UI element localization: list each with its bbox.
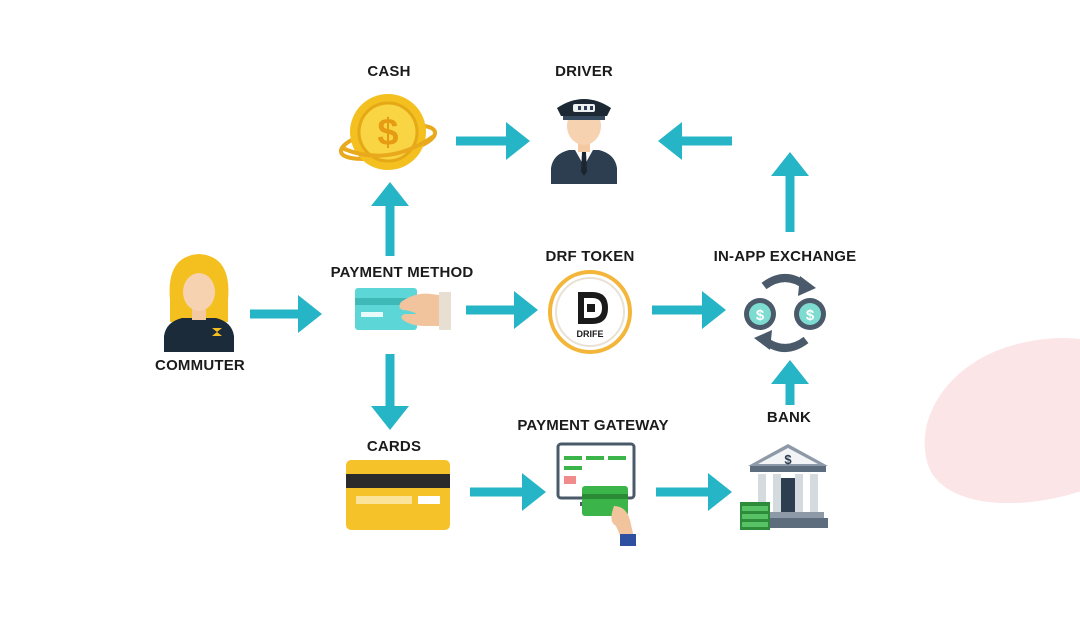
label-cards: CARDS	[366, 438, 422, 455]
label-commuter: COMMUTER	[155, 357, 245, 374]
arrow-payment-gateway-to-bank	[656, 473, 732, 511]
svg-text:$: $	[756, 307, 765, 324]
arrow-cash-to-driver	[456, 122, 530, 160]
arrow-cards-to-payment-gateway	[470, 473, 546, 511]
arrow-bank-to-in-app-exchange	[771, 360, 809, 405]
cash-coin-icon: $	[338, 92, 438, 178]
label-payment-method: PAYMENT METHOD	[330, 264, 474, 281]
svg-text:$: $	[784, 452, 792, 467]
label-cash: CASH	[367, 63, 411, 80]
payment-method-card-icon	[355, 282, 451, 336]
svg-text:$: $	[377, 112, 398, 154]
label-driver: DRIVER	[555, 63, 613, 80]
label-drf-token: DRF TOKEN	[545, 248, 635, 265]
arrow-payment-method-to-drf-token	[466, 291, 538, 329]
arrow-commuter-to-payment-method	[250, 295, 322, 333]
decorative-blob	[900, 310, 1080, 534]
drf-logo-text: DRIFE	[577, 329, 604, 339]
bank-icon: $	[740, 440, 830, 532]
arrow-exchange-to-driver	[658, 122, 732, 160]
arrow-payment-method-to-cards	[371, 354, 409, 430]
label-bank: BANK	[766, 409, 812, 426]
label-payment-gateway: PAYMENT GATEWAY	[517, 417, 669, 434]
arrow-drf-token-to-in-app-exchange	[652, 291, 726, 329]
arrow-exchange-up	[771, 152, 809, 232]
arrow-payment-method-to-cash	[371, 182, 409, 256]
commuter-icon	[162, 252, 236, 352]
svg-text:$: $	[806, 307, 815, 324]
credit-card-icon	[346, 460, 450, 530]
payment-gateway-icon	[556, 442, 640, 546]
exchange-icon: $ $	[740, 268, 830, 358]
drf-token-icon: DRIFE	[548, 270, 632, 354]
label-in-app-exchange: IN-APP EXCHANGE	[713, 248, 857, 265]
driver-icon	[549, 94, 619, 184]
